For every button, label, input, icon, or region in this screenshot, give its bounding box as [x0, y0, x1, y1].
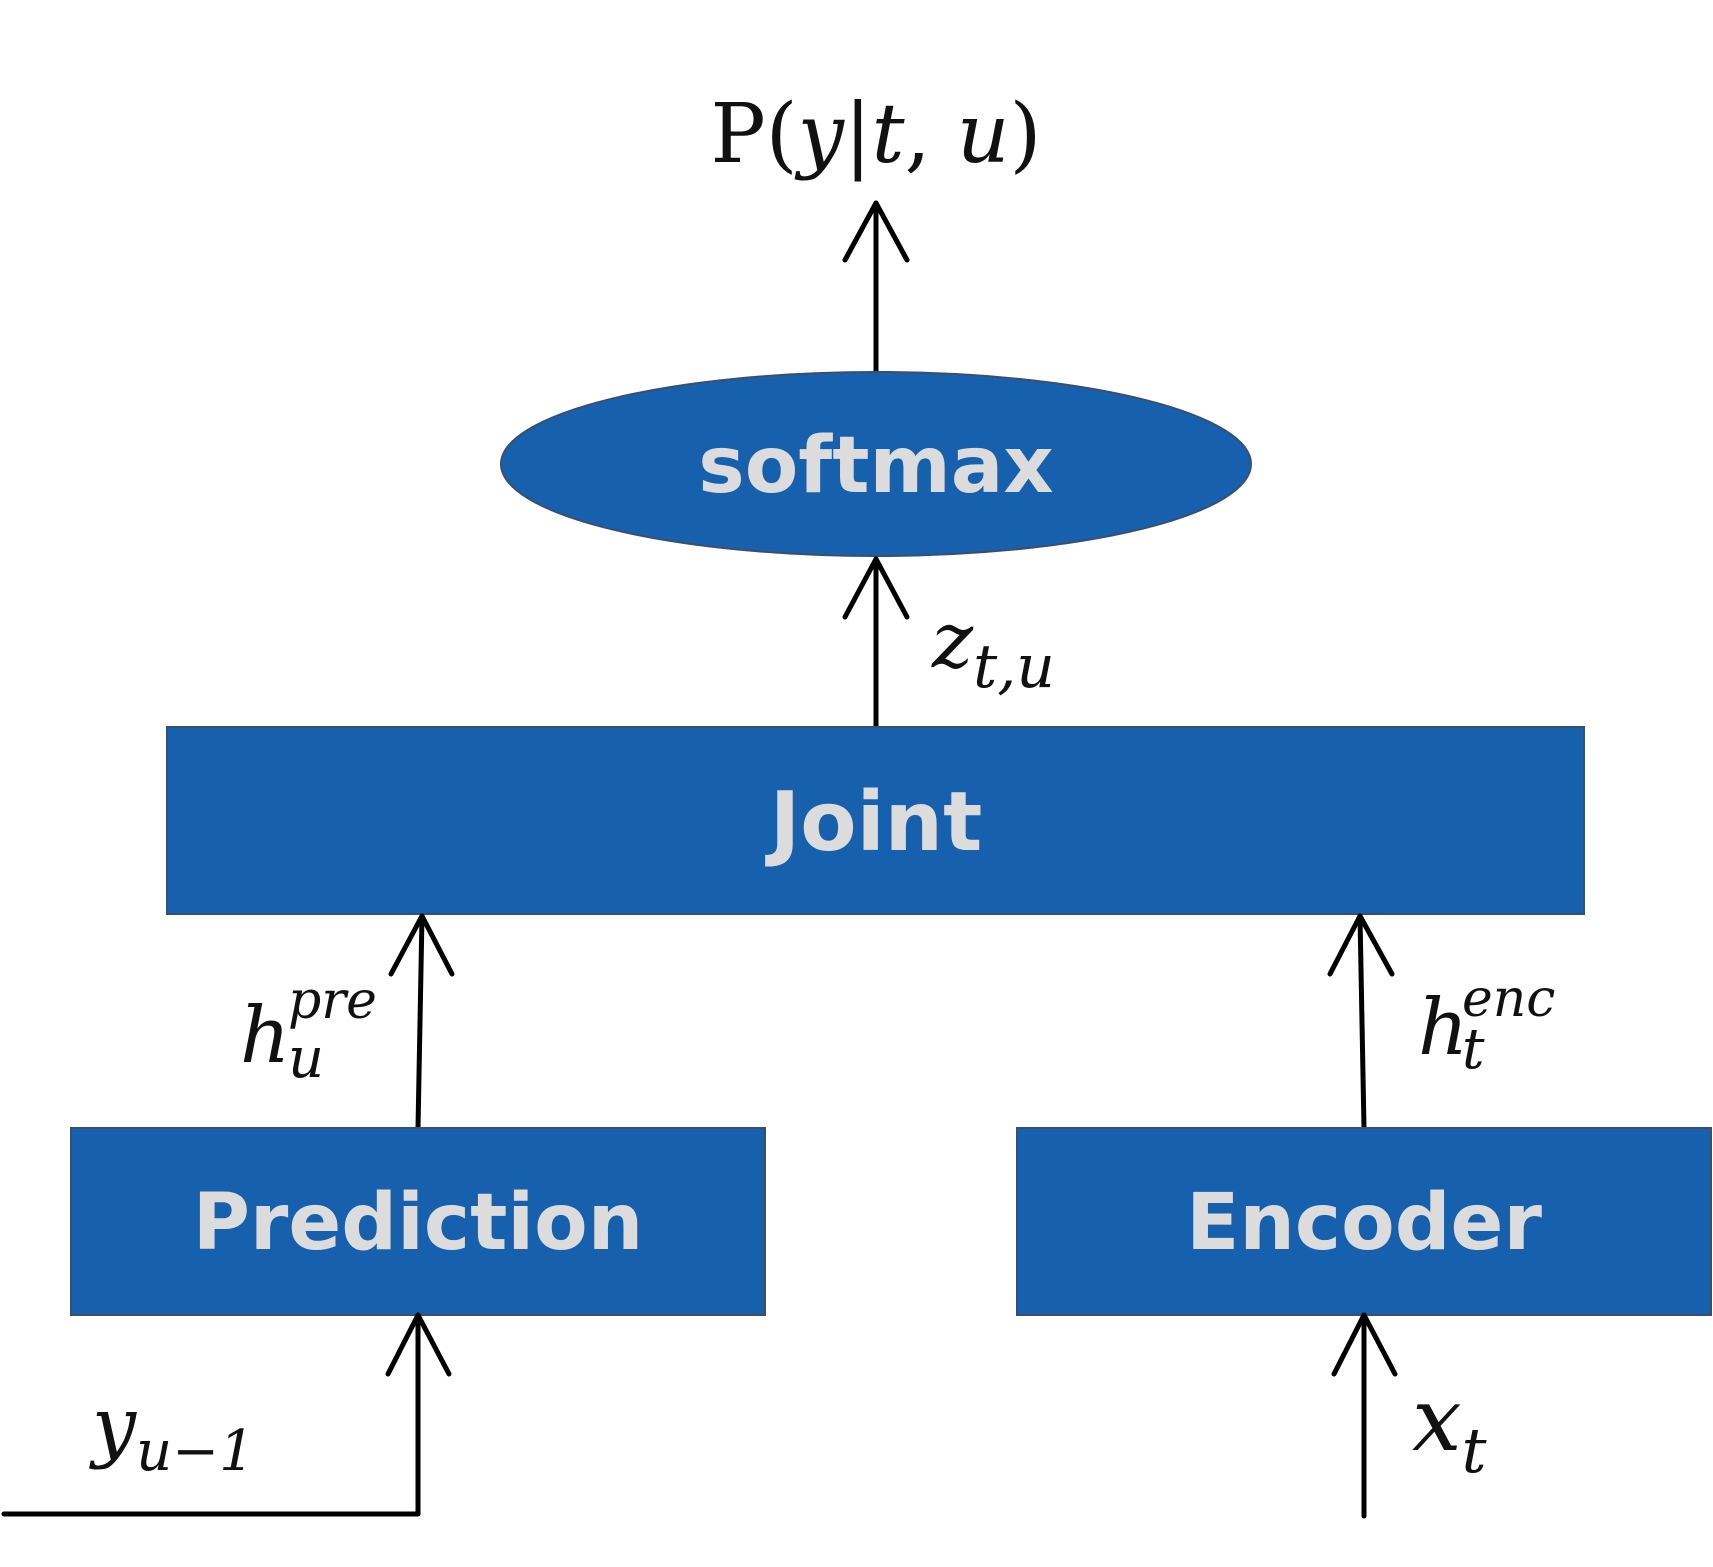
prediction-box [70, 1127, 766, 1316]
softmax-node: softmax [500, 371, 1252, 557]
arrow-joint-to-softmax [842, 556, 910, 730]
output-probability-label: P(y|t, u) [710, 87, 1041, 182]
x-label: xt [1412, 1368, 1487, 1487]
h-pre-label: hupre [240, 971, 377, 1091]
softmax-label: softmax [698, 421, 1053, 511]
prediction-label: Prediction [193, 1178, 643, 1268]
z-label: zt,u [931, 596, 1055, 702]
joint-label: Joint [765, 775, 983, 870]
encoder-box [1016, 1127, 1712, 1316]
arrow-softmax-to-output [842, 200, 910, 375]
arrow-prediction-to-joint [388, 913, 455, 1131]
arrow-encoder-to-joint [1327, 913, 1395, 1131]
softmax-ellipse [500, 371, 1252, 557]
joint-node: Joint [166, 726, 1585, 915]
prediction-node: Prediction [70, 1127, 766, 1316]
encoder-label: Encoder [1186, 1178, 1542, 1268]
y-prev-label: yu−1 [89, 1381, 255, 1484]
arrow-y-to-prediction [1, 1312, 452, 1517]
arrow-x-to-encoder [1331, 1312, 1398, 1519]
joint-box [166, 726, 1585, 915]
encoder-node: Encoder [1016, 1127, 1712, 1316]
h-enc-label: htenc [1418, 969, 1555, 1082]
